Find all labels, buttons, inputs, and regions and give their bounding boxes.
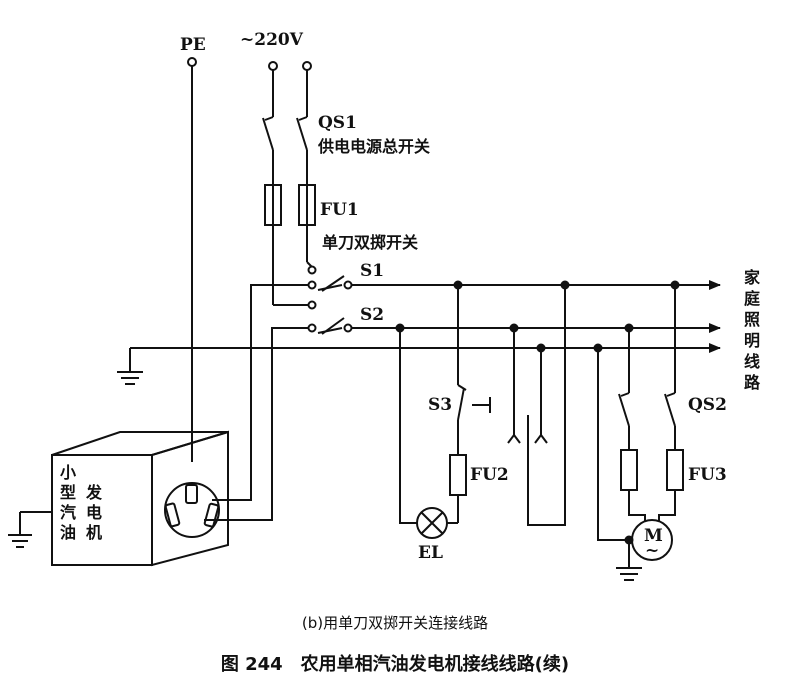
qs2-label: QS2 <box>688 395 727 415</box>
generator-char: 电 <box>86 503 102 522</box>
output-label: 家 庭 照 明 线 路 <box>744 268 761 392</box>
fu1-label: FU1 <box>320 200 359 220</box>
lamp-branch <box>399 285 491 539</box>
motor-label: M <box>644 526 663 546</box>
motor-branch <box>597 285 684 581</box>
s2-switch <box>212 300 721 521</box>
generator-char: 小 <box>60 463 76 482</box>
output-char: 路 <box>744 373 761 392</box>
qs1-label: QS1 <box>318 113 357 133</box>
output-char: 家 <box>744 268 761 287</box>
qs1-switch <box>262 116 308 185</box>
output-char: 庭 <box>744 289 760 308</box>
el-label: EL <box>418 543 443 563</box>
generator-char: 型 <box>60 483 76 502</box>
output-char: 明 <box>744 331 760 350</box>
s2-label: S2 <box>360 305 384 325</box>
outlet-branch <box>507 285 566 526</box>
s1-switch <box>225 261 721 501</box>
generator-char: 机 <box>86 523 102 542</box>
fu1-fuses <box>264 184 316 305</box>
pe-terminal <box>187 57 197 462</box>
figure-caption: 图 244 农用单相汽油发电机接线线路(续) <box>220 654 570 675</box>
motor-ac-label: ~ <box>645 541 659 561</box>
generator-label: 小 型 汽 油 发 电 机 <box>60 463 103 542</box>
sub-caption: (b)用单刀双掷开关连接线路 <box>301 614 489 632</box>
s1-label: S1 <box>360 261 384 281</box>
generator-char: 油 <box>60 523 76 542</box>
output-char: 照 <box>744 310 760 329</box>
generator <box>8 430 229 567</box>
supply-terminals <box>268 61 312 117</box>
output-char: 线 <box>744 352 760 371</box>
fu3-label: FU3 <box>688 465 727 485</box>
wiring-diagram: PE ~220V QS1 供电电源总开关 FU1 单刀双掷开关 S1 S2 S3… <box>8 30 761 581</box>
s3-label: S3 <box>428 395 452 415</box>
ground-line <box>117 343 721 385</box>
generator-char: 汽 <box>60 503 76 522</box>
voltage-label: ~220V <box>240 30 304 50</box>
fu2-label: FU2 <box>470 465 509 485</box>
pe-label: PE <box>180 35 206 55</box>
generator-socket <box>164 482 225 538</box>
switch-desc-label: 单刀双掷开关 <box>322 233 418 252</box>
generator-char: 发 <box>85 483 103 502</box>
qs1-desc-label: 供电电源总开关 <box>317 137 430 156</box>
